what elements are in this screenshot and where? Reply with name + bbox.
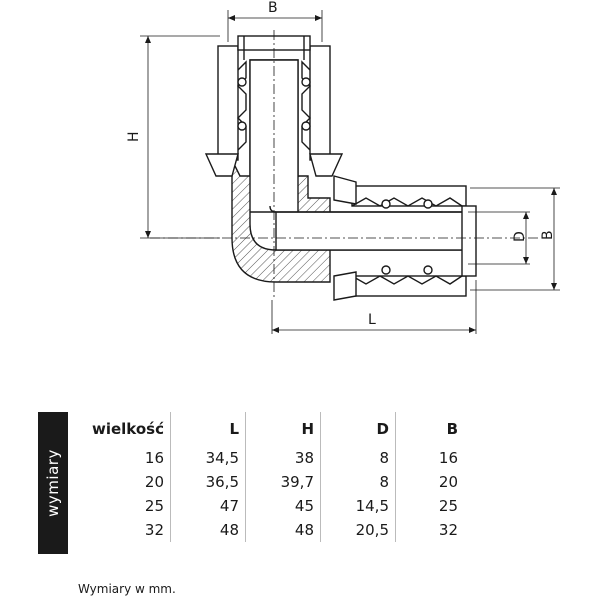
dimension-label-right-b: B [540, 230, 556, 240]
table-cell: 48 [245, 518, 321, 542]
table-cell: 20,5 [320, 518, 396, 542]
table-header-row: wielkość L H D B [76, 412, 464, 446]
dimensions-table-block: wymiary wielkość L H D B 16 34,5 38 8 16… [38, 412, 468, 554]
table-cell: 16 [76, 446, 171, 470]
table-cell: 36,5 [170, 470, 246, 494]
table-cell: 14,5 [320, 494, 396, 518]
table-cell: 32 [76, 518, 171, 542]
table-cell: 20 [438, 473, 458, 491]
vertical-sleeve [204, 35, 344, 177]
dimensions-table: wielkość L H D B 16 34,5 38 8 16 20 36,5… [76, 412, 464, 542]
header-size: wielkość [76, 412, 171, 446]
table-row: 32 48 48 20,5 32 [76, 518, 464, 542]
table-cell: 47 [170, 494, 246, 518]
table-cell: 39,7 [245, 470, 321, 494]
table-cell: 25 [438, 497, 458, 515]
table-cell: 8 [320, 470, 396, 494]
header-b: B [446, 420, 458, 438]
table-cell: 45 [245, 494, 321, 518]
dimension-label-top-b: B [268, 0, 278, 16]
dimension-label-h: H [126, 131, 142, 142]
elbow-body [231, 59, 467, 283]
table-cell: 8 [320, 446, 396, 470]
side-band: wymiary [38, 412, 68, 554]
table-cell: 32 [438, 521, 458, 539]
table-cell: 34,5 [170, 446, 246, 470]
table-cell: 38 [245, 446, 321, 470]
horizontal-sleeve [333, 175, 477, 301]
dimension-label-l: L [368, 312, 376, 328]
table-cell: 20 [76, 470, 171, 494]
footnote: Wymiary w mm. [78, 582, 176, 596]
dimension-label-d: D [512, 231, 528, 242]
table-cell: 48 [170, 518, 246, 542]
elbow-fitting-drawing: B H D B L [126, 0, 560, 334]
table-row: 16 34,5 38 8 16 [76, 446, 464, 470]
table-row: 20 36,5 39,7 8 20 [76, 470, 464, 494]
dimension-arrows [145, 15, 557, 333]
table-cell: 16 [438, 449, 458, 467]
dimension-lines [140, 10, 560, 334]
header-d: D [320, 412, 396, 446]
centre-lines [150, 30, 540, 300]
header-h: H [245, 412, 321, 446]
header-l: L [170, 412, 246, 446]
table-cell: 25 [76, 494, 171, 518]
side-label: wymiary [44, 449, 62, 517]
table-row: 25 47 45 14,5 25 [76, 494, 464, 518]
